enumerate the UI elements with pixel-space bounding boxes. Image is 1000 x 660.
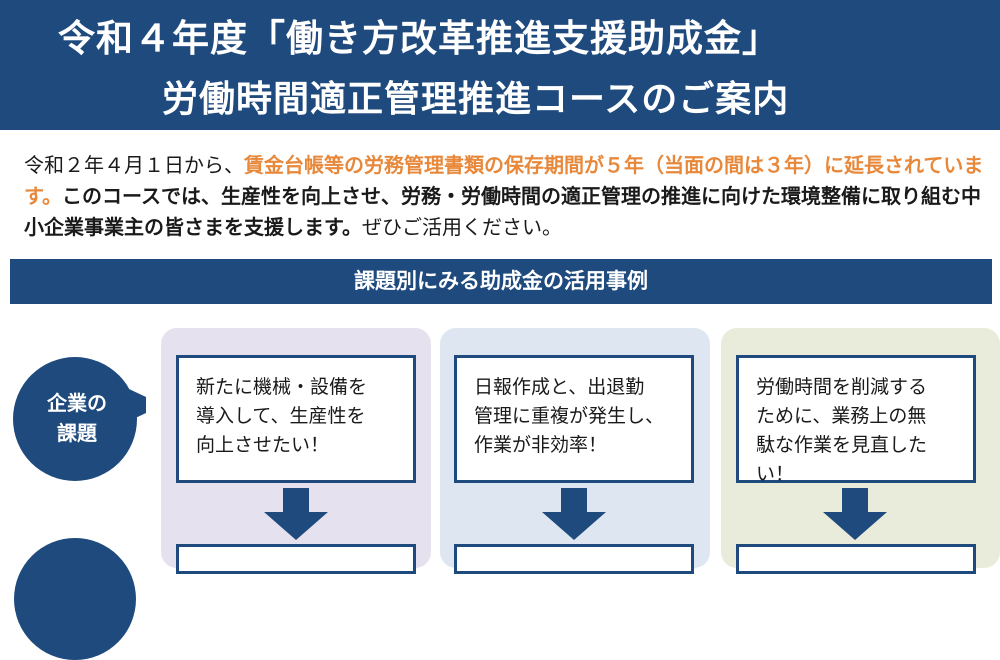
solution-badge [14,538,136,660]
title-banner: 令和４年度「働き方改革推進支援助成金」 労働時間適正管理推進コースのご案内 [0,0,1000,130]
issue-card-line: 管理に重複が発生し、 [474,405,665,427]
solution-card-2 [454,544,694,574]
issue-card-line: 駄な作業を見直した [756,434,928,456]
issue-card-3: 労働時間を削減する ために、業務上の無 駄な作業を見直した い！ [736,355,976,485]
down-arrow-icon [264,488,328,540]
intro-text: 令和２年４月１日から、 [24,153,244,177]
issue-card-line: 作業が非効率！ [474,434,608,456]
issue-card-line: 労働時間を削減する [756,376,928,398]
solution-card-1 [176,544,416,574]
issue-card-line: 導入して、生産性を [196,405,366,427]
down-arrow-icon [542,488,606,540]
issue-card-line: 新たに機械・設備を [196,376,368,398]
issue-card-line: ために、業務上の無 [756,405,927,427]
issue-card-line: 向上させたい！ [196,434,330,456]
down-arrow-icon [823,488,887,540]
section-header: 課題別にみる助成金の活用事例 [10,259,992,304]
issue-badge-line-1: 企業の [47,391,107,415]
title-line-2: 労働時間適正管理推進コースのご案内 [162,79,790,120]
issue-card-2: 日報作成と、出退勤 管理に重複が発生し、 作業が非効率！ [454,355,694,483]
title-line-1: 令和４年度「働き方改革推進支援助成金」 [58,17,780,60]
issue-card-line: 日報作成と、出退勤 [474,376,645,398]
intro-closing: ぜひご活用ください。 [362,215,562,239]
solution-card-3 [736,544,976,574]
issue-badge-label: 企業の 課題 [11,388,143,448]
issue-card-1: 新たに機械・設備を 導入して、生産性を 向上させたい！ [176,355,416,483]
intro-paragraph: 令和２年４月１日から、賃金台帳等の労務管理書類の保存期間が５年（当面の間は３年）… [24,150,984,243]
issue-badge [13,357,146,481]
issue-badge-line-2: 課題 [57,421,97,445]
intro-bold: このコースでは、生産性を向上させ、労務・労働時間の適正管理の推進に向けた環境整備… [24,184,981,239]
issue-card-line: い！ [756,463,795,485]
intro-highlight: 賃金台帳等の労務管理書類の保存期間が５年（当面の間は３年）に延長されています。 [24,153,984,208]
